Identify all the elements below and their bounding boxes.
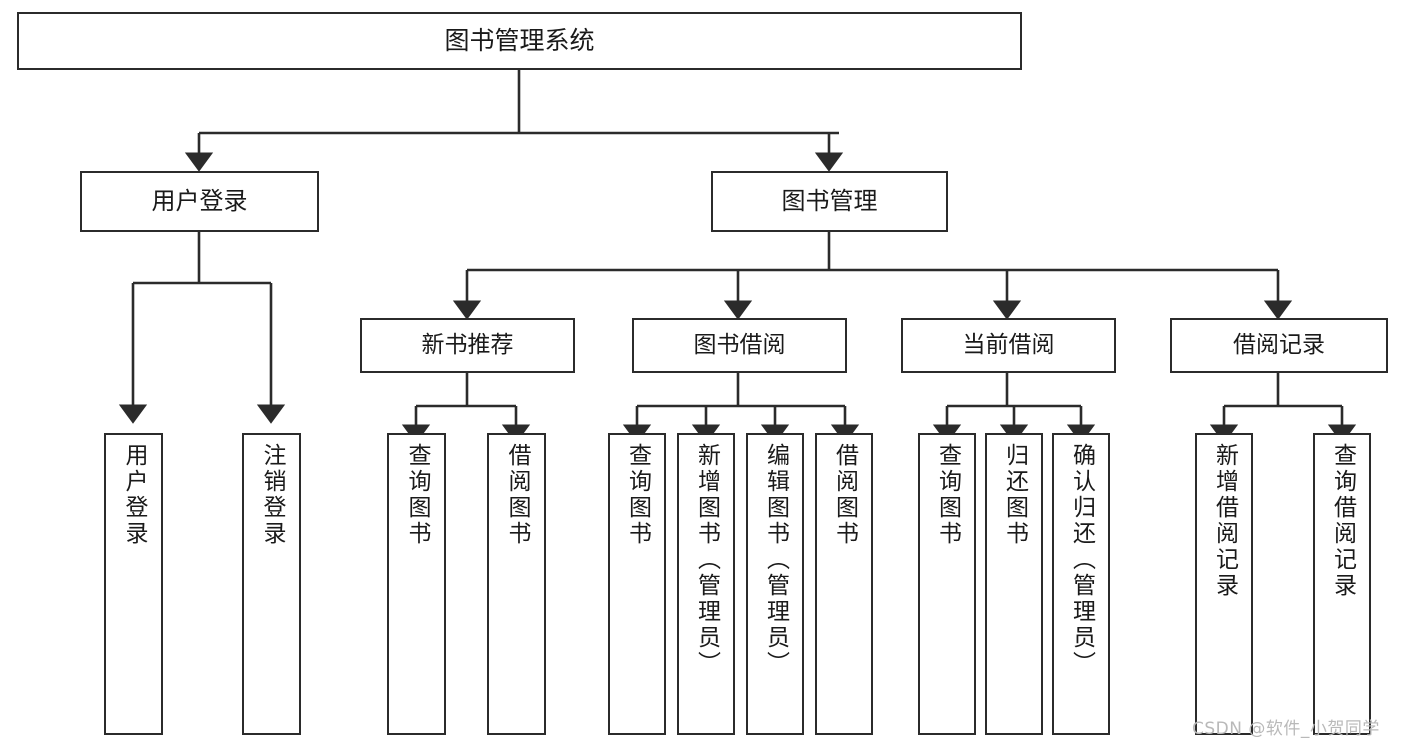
node-borrow-record[interactable]: 借阅记录 <box>1170 318 1388 373</box>
leaf-current-return-book-label: 归还图书 <box>1001 443 1028 547</box>
leaf-record-query-borrow-record-label: 查询借阅记录 <box>1329 443 1356 599</box>
node-book-borrow-label: 图书借阅 <box>693 331 786 358</box>
leaf-borrow-borrow-book[interactable]: 借阅图书 <box>815 433 873 735</box>
leaf-record-add-borrow-record-label: 新增借阅记录 <box>1211 443 1238 599</box>
node-current-borrow[interactable]: 当前借阅 <box>901 318 1116 373</box>
leaf-current-confirm-return-admin-label: 确认归还（管理员） <box>1068 443 1095 677</box>
leaf-current-return-book[interactable]: 归还图书 <box>985 433 1043 735</box>
leaf-user-login-login[interactable]: 用户登录 <box>104 433 163 735</box>
leaf-borrow-query-book-label: 查询图书 <box>624 443 651 547</box>
leaf-user-login-login-label: 用户登录 <box>121 443 147 547</box>
node-user-login-label: 用户登录 <box>151 187 248 216</box>
node-current-borrow-label: 当前借阅 <box>962 331 1055 358</box>
node-borrow-record-label: 借阅记录 <box>1233 331 1325 358</box>
node-root-label: 图书管理系统 <box>444 26 595 56</box>
leaf-current-confirm-return-admin[interactable]: 确认归还（管理员） <box>1052 433 1110 735</box>
leaf-borrow-query-book[interactable]: 查询图书 <box>608 433 666 735</box>
leaf-borrow-edit-book-admin[interactable]: 编辑图书（管理员） <box>746 433 804 735</box>
leaf-user-login-logout[interactable]: 注销登录 <box>242 433 301 735</box>
node-new-book-recommend[interactable]: 新书推荐 <box>360 318 575 373</box>
leaf-borrow-borrow-book-label: 借阅图书 <box>831 443 858 547</box>
node-user-login[interactable]: 用户登录 <box>80 171 319 232</box>
leaf-new-book-borrow-book[interactable]: 借阅图书 <box>487 433 546 735</box>
leaf-borrow-edit-book-admin-label: 编辑图书（管理员） <box>762 443 789 677</box>
leaf-current-query-book-label: 查询图书 <box>934 443 961 547</box>
node-book-management[interactable]: 图书管理 <box>711 171 948 232</box>
leaf-user-login-logout-label: 注销登录 <box>259 443 285 547</box>
node-book-borrow[interactable]: 图书借阅 <box>632 318 847 373</box>
node-new-book-recommend-label: 新书推荐 <box>421 331 514 358</box>
leaf-new-book-borrow-book-label: 借阅图书 <box>504 443 530 547</box>
leaf-new-book-query-book-label: 查询图书 <box>404 443 430 547</box>
leaf-record-query-borrow-record[interactable]: 查询借阅记录 <box>1313 433 1371 735</box>
leaf-record-add-borrow-record[interactable]: 新增借阅记录 <box>1195 433 1253 735</box>
node-book-management-label: 图书管理 <box>781 187 878 216</box>
csdn-watermark: CSDN @软件_小贺同学 <box>1192 719 1380 739</box>
leaf-new-book-query-book[interactable]: 查询图书 <box>387 433 446 735</box>
node-root-book-management-system[interactable]: 图书管理系统 <box>17 12 1022 70</box>
leaf-borrow-add-book-admin-label: 新增图书（管理员） <box>693 443 720 677</box>
leaf-borrow-add-book-admin[interactable]: 新增图书（管理员） <box>677 433 735 735</box>
leaf-current-query-book[interactable]: 查询图书 <box>918 433 976 735</box>
